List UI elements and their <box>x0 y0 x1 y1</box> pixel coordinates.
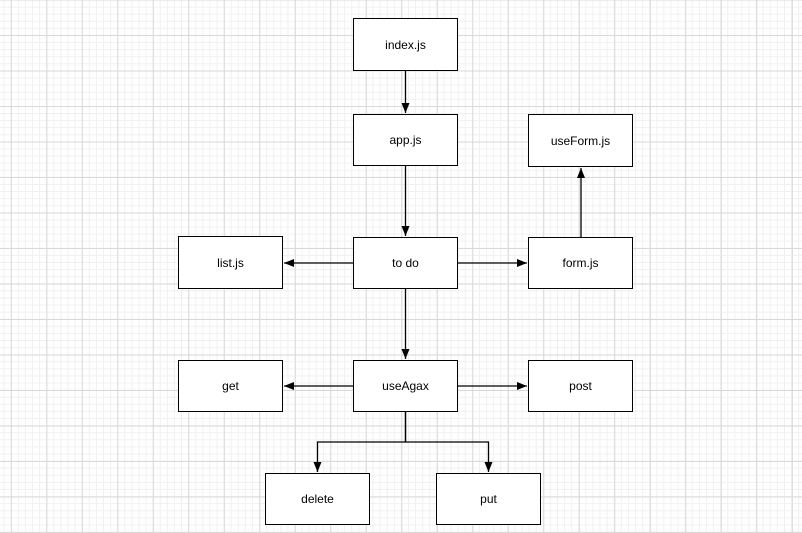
node-delete[interactable]: delete <box>265 473 370 525</box>
node-label-list-js: list.js <box>217 255 244 270</box>
node-to-do[interactable]: to do <box>353 237 458 289</box>
node-index-js[interactable]: index.js <box>353 18 458 71</box>
edge-useagax-to-put[interactable] <box>404 412 493 472</box>
node-label-put: put <box>480 492 497 506</box>
node-label-index-js: index.js <box>385 37 426 52</box>
node-put[interactable]: put <box>436 473 541 525</box>
edge-useagax-to-delete[interactable] <box>313 412 407 472</box>
node-label-useform-js: useForm.js <box>550 133 611 148</box>
node-label-get: get <box>222 379 239 393</box>
node-label-form-js: form.js <box>562 256 599 270</box>
node-form-js[interactable]: form.js <box>528 237 633 289</box>
node-useform-js[interactable]: useForm.js <box>528 114 633 167</box>
node-label-post: post <box>569 379 592 393</box>
node-label-app-js: app.js <box>389 133 422 147</box>
node-get[interactable]: get <box>178 360 283 412</box>
node-app-js[interactable]: app.js <box>353 114 458 166</box>
node-useagax[interactable]: useAgax <box>353 360 458 412</box>
node-label-useagax: useAgax <box>382 379 429 393</box>
node-label-delete: delete <box>301 492 334 506</box>
node-label-to-do: to do <box>392 256 419 270</box>
node-post[interactable]: post <box>528 360 633 412</box>
node-list-js[interactable]: list.js <box>178 236 283 289</box>
